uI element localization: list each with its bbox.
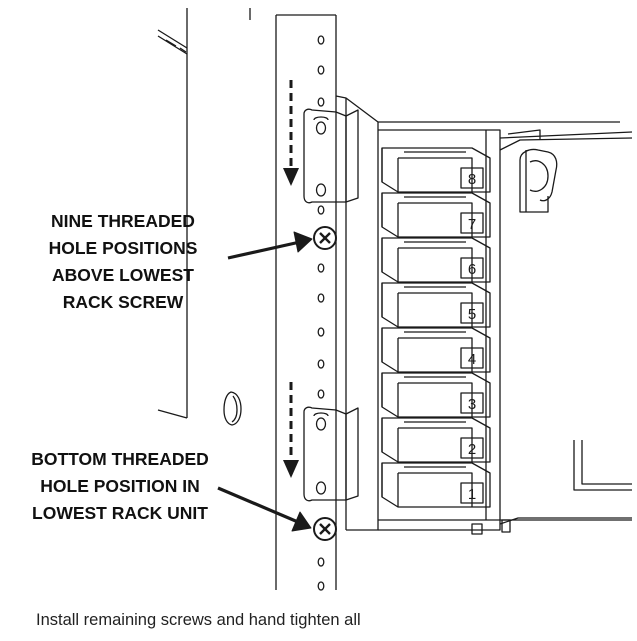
callout-line: HOLE POSITIONS xyxy=(48,238,198,258)
dashed-arrow-lower xyxy=(283,382,299,478)
callout-line: RACK SCREW xyxy=(62,292,184,312)
mounting-bracket-lower xyxy=(303,406,359,502)
cassette-slot xyxy=(381,282,491,328)
callout-line: ABOVE LOWEST xyxy=(52,265,194,285)
cassette-slot xyxy=(381,462,491,508)
cassette-slot xyxy=(381,147,491,193)
callout-line: BOTTOM THREADED xyxy=(31,449,209,469)
cassette-slot xyxy=(381,237,491,283)
cassette-slot xyxy=(381,417,491,463)
rail-holes xyxy=(317,35,325,591)
callout-nine-threaded-holes: NINE THREADED HOLE POSITIONS ABOVE LOWES… xyxy=(8,208,238,316)
cassette-slot xyxy=(381,327,491,373)
rack-screw-lower xyxy=(313,517,337,541)
callout-line: LOWEST RACK UNIT xyxy=(32,503,208,523)
cassette-slot xyxy=(381,192,491,238)
latch-icon xyxy=(519,148,558,213)
callout-line: HOLE POSITION IN xyxy=(40,476,200,496)
rack-rail xyxy=(275,14,337,590)
callout-arrow-upper xyxy=(227,231,313,260)
slot-number: 2 xyxy=(468,441,476,458)
rack-screw-upper xyxy=(313,226,337,250)
slot-number: 5 xyxy=(468,306,476,323)
mounting-bracket-upper xyxy=(303,108,359,204)
dashed-arrow-upper xyxy=(283,80,299,186)
callout-bottom-threaded-hole: BOTTOM THREADED HOLE POSITION IN LOWEST … xyxy=(2,446,238,527)
callout-arrow-lower xyxy=(217,486,312,532)
callout-line: NINE THREADED xyxy=(51,211,195,231)
slot-number: 6 xyxy=(468,261,476,278)
cabinet-side-hole xyxy=(223,391,242,426)
cassette-slot xyxy=(381,372,491,418)
cassette-slots xyxy=(381,147,491,508)
slot-number: 3 xyxy=(468,396,476,413)
cabinet-outline xyxy=(157,8,251,419)
slot-number: 7 xyxy=(468,216,476,233)
fiber-enclosure xyxy=(335,95,633,535)
slot-number: 4 xyxy=(468,351,476,368)
instruction-caption: Install remaining screws and hand tighte… xyxy=(36,611,361,629)
slot-number: 8 xyxy=(468,171,476,188)
slot-number: 1 xyxy=(468,486,476,503)
